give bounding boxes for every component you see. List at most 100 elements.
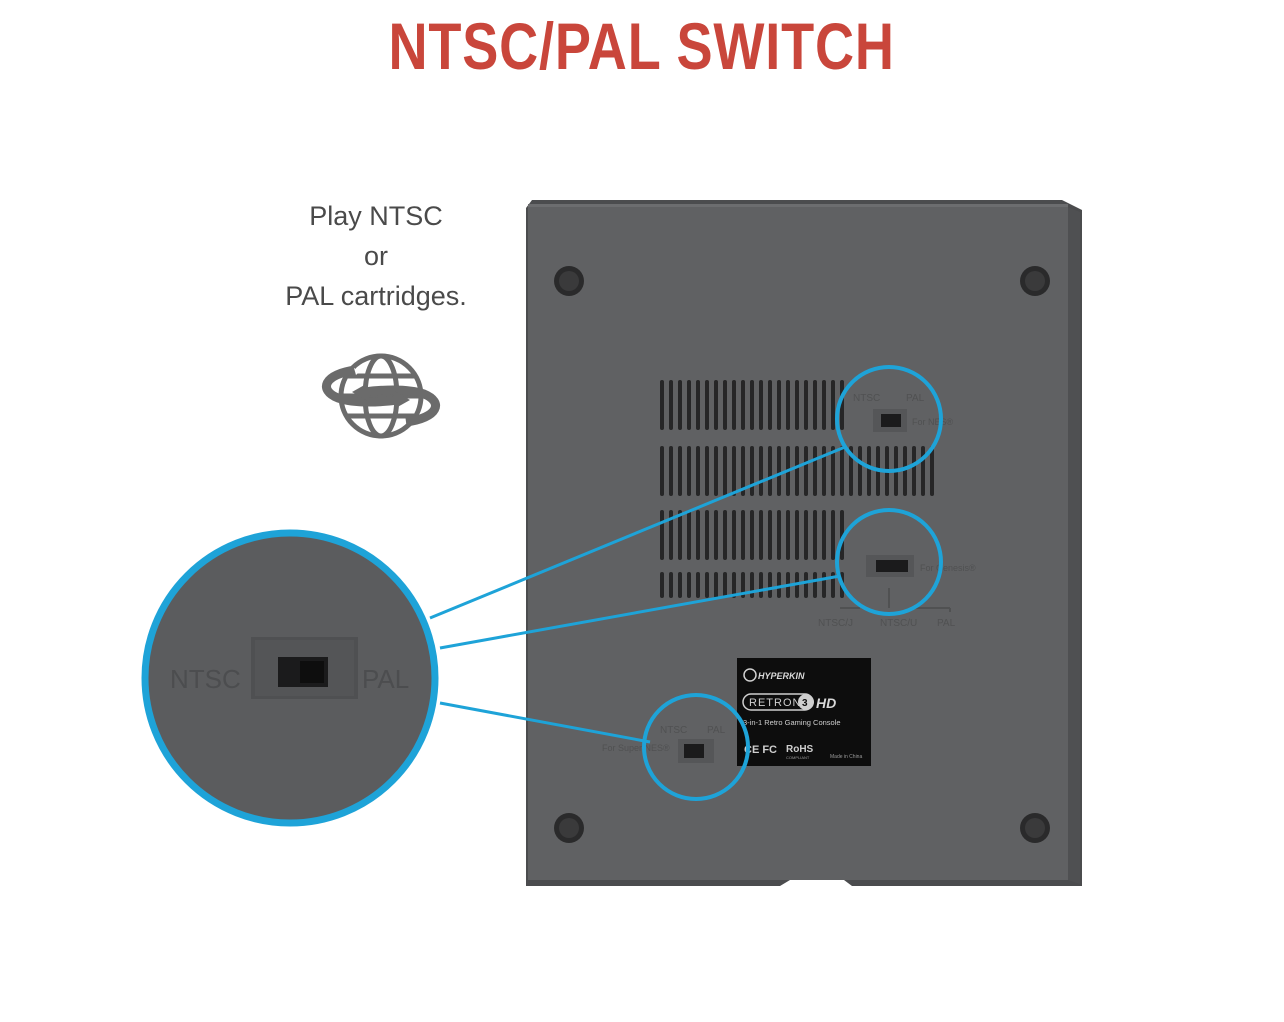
- vent-slot: [741, 510, 745, 560]
- vent-slot: [696, 572, 700, 598]
- vent-slot: [723, 446, 727, 496]
- vent-slot: [786, 510, 790, 560]
- zoom-pal-label: PAL: [362, 664, 409, 694]
- vent-slot: [732, 572, 736, 598]
- plate-made-in: Made in China: [830, 754, 862, 760]
- vent-slot: [768, 572, 772, 598]
- switch-snes: NTSC PAL For Super NES®: [602, 725, 726, 763]
- vent-slot: [786, 380, 790, 430]
- vent-slot: [804, 380, 808, 430]
- vent-slot: [813, 510, 817, 560]
- vent-slot: [669, 446, 673, 496]
- rubber-foot: [1020, 813, 1050, 843]
- product-label-plate: HYPERKIN RETRON 3 HD 3-in-1 Retro Gaming…: [737, 658, 871, 766]
- vent-slot: [678, 510, 682, 560]
- vent-slot: [795, 510, 799, 560]
- vent-slot: [660, 510, 664, 560]
- tagline-line-1: Play NTSC: [309, 201, 443, 231]
- switch-genesis-sub-label: For Genesis®: [920, 563, 976, 573]
- vent-slot: [723, 380, 727, 430]
- vent-slot: [795, 380, 799, 430]
- callout-ring-genesis: [835, 508, 943, 616]
- vent-slot: [822, 572, 826, 598]
- vent-slot: [669, 572, 673, 598]
- vent-slot: [831, 510, 835, 560]
- switch-nes: NTSC PAL For NES®: [853, 393, 954, 432]
- vent-slot: [741, 446, 745, 496]
- vent-slot: [660, 380, 664, 430]
- switch-genesis: For Genesis® NTSC/J NTSC/U PAL: [818, 555, 976, 629]
- zoom-ntsc-label: NTSC: [170, 664, 241, 694]
- plate-rohs: RoHS: [786, 744, 814, 755]
- vent-slot: [723, 510, 727, 560]
- plate-product-suffix: HD: [816, 695, 836, 711]
- switch-snes-pal-label: PAL: [707, 725, 726, 736]
- vent-slot: [687, 510, 691, 560]
- vent-slot: [687, 380, 691, 430]
- vent-slot: [669, 510, 673, 560]
- switch-nes-pal-label: PAL: [906, 393, 925, 404]
- vent-slot: [732, 380, 736, 430]
- vent-slot: [768, 446, 772, 496]
- tagline-line-3: PAL cartridges.: [285, 281, 467, 311]
- switch-genesis-ntscj-label: NTSC/J: [818, 618, 853, 629]
- vent-slot: [705, 510, 709, 560]
- vent-slot: [732, 446, 736, 496]
- vent-slot: [777, 510, 781, 560]
- vent-slot: [678, 380, 682, 430]
- tagline: Play NTSC or PAL cartridges.: [250, 196, 502, 316]
- vent-slot: [930, 446, 934, 496]
- globe-arrows-icon: [322, 353, 440, 439]
- vent-slot: [687, 446, 691, 496]
- vent-slot: [768, 510, 772, 560]
- vent-slot: [750, 572, 754, 598]
- callout-lines: [429, 445, 846, 744]
- switch-snes-sub-label: For Super NES®: [602, 743, 670, 753]
- switch-nes-sub-label: For NES®: [912, 417, 954, 427]
- vent-slot: [714, 446, 718, 496]
- vent-slot: [696, 510, 700, 560]
- page-title: NTSC/PAL SWITCH: [388, 9, 895, 83]
- vent-slot: [660, 446, 664, 496]
- vent-slot: [732, 510, 736, 560]
- vent-slot: [705, 446, 709, 496]
- callout-ring-snes: [642, 693, 750, 801]
- vent-slot: [804, 572, 808, 598]
- vent-slot: [678, 446, 682, 496]
- zoom-magnifier: NTSC PAL: [141, 529, 439, 827]
- vent-slot: [669, 380, 673, 430]
- plate-product: RETRON: [749, 697, 801, 709]
- vent-slot: [696, 380, 700, 430]
- vent-slot: [723, 572, 727, 598]
- vent-slot: [777, 446, 781, 496]
- vent-grille: [660, 380, 934, 598]
- vent-slot: [678, 572, 682, 598]
- vent-slot: [858, 446, 862, 496]
- vent-slot: [912, 446, 916, 496]
- vent-slot: [777, 380, 781, 430]
- switch-nes-ntsc-label: NTSC: [853, 393, 880, 404]
- plate-rohs-sub: COMPLIANT: [786, 755, 810, 760]
- vent-slot: [759, 446, 763, 496]
- vent-slot: [705, 572, 709, 598]
- vent-slot: [759, 380, 763, 430]
- vent-slot: [840, 446, 844, 496]
- vent-slot: [741, 572, 745, 598]
- vent-slot: [822, 510, 826, 560]
- plate-tagline: 3-in-1 Retro Gaming Console: [743, 718, 841, 727]
- vent-slot: [696, 446, 700, 496]
- vent-slot: [687, 572, 691, 598]
- rubber-foot: [554, 266, 584, 296]
- vent-slot: [849, 446, 853, 496]
- vent-slot: [777, 572, 781, 598]
- vent-slot: [714, 510, 718, 560]
- vent-slot: [903, 446, 907, 496]
- vent-slot: [921, 446, 925, 496]
- vent-slot: [705, 380, 709, 430]
- tagline-line-2: or: [363, 241, 388, 271]
- switch-genesis-ntscu-label: NTSC/U: [880, 618, 917, 629]
- vent-slot: [804, 446, 808, 496]
- vent-slot: [804, 510, 808, 560]
- vent-slot: [741, 380, 745, 430]
- vent-slot: [660, 572, 664, 598]
